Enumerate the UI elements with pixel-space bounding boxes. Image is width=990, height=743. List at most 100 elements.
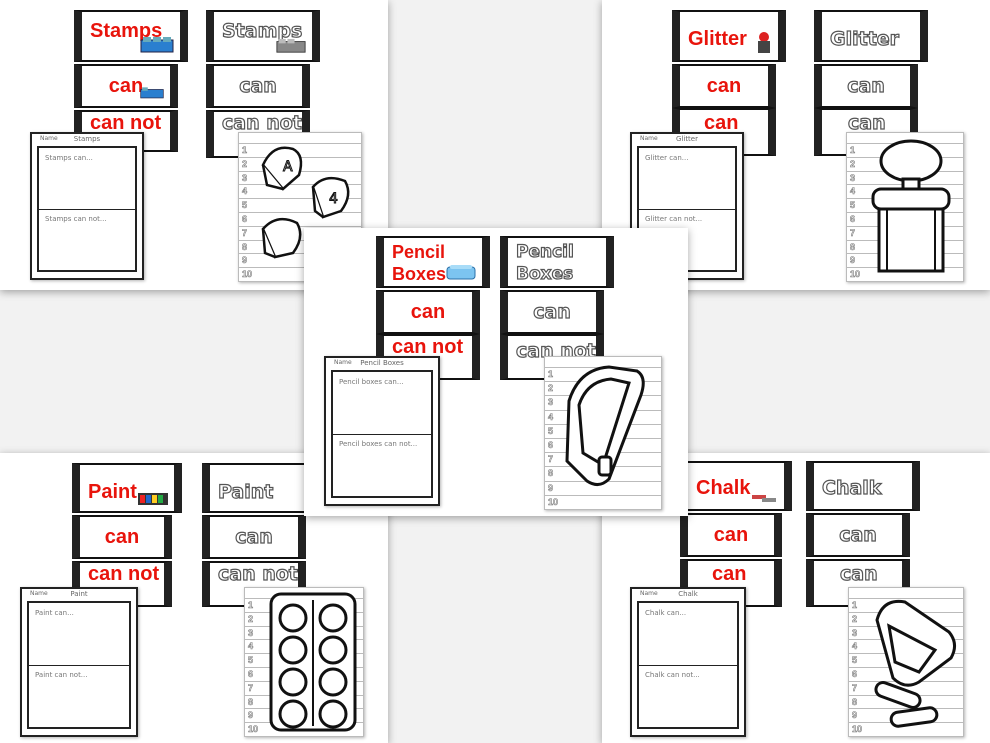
stamps-outline-can-not-label: can not (221, 111, 302, 134)
pencil-box-icon (446, 265, 476, 280)
paint-outline-can-label: can (235, 525, 274, 548)
line-number: 1 (548, 369, 554, 380)
stamp-pad-icon (140, 87, 164, 99)
sheet-name: Name (334, 359, 352, 366)
stamps-can-card: can (74, 64, 178, 108)
sheet-name: Name (30, 590, 48, 597)
writing-line (239, 184, 361, 186)
stamps-title: Stamps (90, 20, 163, 42)
sheet-title: Pencil Boxes (360, 359, 404, 367)
paint-panel: Paint can can not Paint can can not Name… (0, 453, 388, 743)
paint-can-label: can (104, 526, 140, 548)
writing-line (239, 143, 361, 144)
line-number: 5 (548, 425, 554, 436)
line-number: 9 (242, 255, 248, 266)
pencil-boxes-panel: Pencil Boxes can can not Pencil Boxes ca… (304, 228, 688, 516)
writing-line (239, 198, 361, 200)
line-number: 9 (852, 710, 858, 721)
line-number: 7 (852, 682, 858, 693)
glitter-can-card: can (672, 64, 776, 108)
line-number: 3 (850, 172, 856, 183)
writing-line (239, 225, 361, 227)
line-number: 1 (248, 600, 254, 611)
sheet-line-can: Glitter can... (645, 154, 689, 162)
sheet-line-can: Chalk can... (645, 609, 687, 617)
stamps-can-not-label: can not (90, 112, 162, 134)
line-number: 7 (248, 682, 254, 693)
line-number: 9 (548, 482, 554, 493)
chalk-outline-title: Chalk (821, 476, 882, 499)
chalk-title: Chalk (696, 477, 751, 499)
line-number: 6 (248, 669, 254, 680)
line-number: 2 (850, 158, 856, 169)
sheet-title: Stamps (73, 135, 101, 143)
line-number: 2 (852, 613, 858, 624)
line-number: 7 (242, 227, 248, 238)
paint-outline-title: Paint (217, 480, 274, 503)
line-number: 1 (850, 145, 856, 156)
glitter-title-card: Glitter (672, 10, 786, 62)
pencil-boxes-can-not-label: can not (392, 336, 464, 358)
writing-line (239, 267, 361, 269)
writing-line (545, 494, 661, 496)
chalk-outline-title-card: Chalk (806, 461, 920, 511)
sheet-line-can-not: Pencil boxes can not... (339, 440, 418, 448)
line-number: 8 (242, 241, 248, 252)
glitter-outline-can-not-label: can (847, 111, 886, 134)
sheet-name: Name (640, 135, 658, 142)
chalk-can-card: can (680, 513, 782, 557)
line-number: 3 (852, 627, 858, 638)
glitter-can-not-label: can (704, 112, 739, 134)
pencil-boxes-outline-title-line1: Pencil (515, 241, 574, 262)
line-number: 4 (852, 641, 858, 652)
line-number: 3 (548, 397, 554, 408)
line-number: 5 (242, 200, 248, 211)
line-number: 7 (850, 227, 856, 238)
stamps-title-card: Stamps (74, 10, 188, 62)
pencil-boxes-outline-can-label: can (533, 300, 572, 323)
sheet-line-can-not: Chalk can not... (645, 671, 700, 679)
chalk-title-card: Chalk (680, 461, 792, 511)
pencil-box-icon (565, 365, 645, 486)
line-number: 6 (548, 440, 554, 451)
chalk-can-not-label: can (712, 563, 747, 585)
chalk-icon (752, 495, 776, 502)
svg-text:4: 4 (329, 191, 338, 207)
pencil-boxes-title-line2: Boxes (392, 264, 447, 284)
writing-line (849, 708, 963, 710)
line-number: 1 (242, 145, 248, 156)
line-number: 10 (248, 724, 259, 735)
paint-title: Paint (88, 481, 137, 503)
line-number: 2 (248, 613, 254, 624)
line-number: 10 (242, 269, 253, 280)
paint-palette-icon (269, 592, 357, 732)
chalk-outline-can-not-label: can (839, 562, 878, 585)
stamps-outline-can-card: can (206, 64, 310, 108)
pencil-boxes-outline-title-card: Pencil Boxes (500, 236, 614, 288)
paint-can-not-label: can not (88, 563, 160, 585)
sheet-line-can: Paint can... (35, 609, 74, 617)
line-number: 4 (242, 186, 248, 197)
line-number: 9 (248, 710, 254, 721)
pencil-boxes-title-line1: Pencil (392, 242, 446, 262)
chalk-outline-can-card: can (806, 513, 910, 557)
sheet-line-can-not: Paint can not... (35, 671, 88, 679)
paint-palette-icon (138, 493, 168, 505)
glitter-title: Glitter (688, 28, 747, 50)
sheet-line-can: Stamps can... (45, 154, 93, 162)
glitter-can-label: can (706, 75, 742, 97)
line-number: 8 (548, 468, 554, 479)
line-number: 5 (852, 655, 858, 666)
paint-can-card: can (72, 515, 172, 559)
line-number: 6 (850, 214, 856, 225)
paint-title-card: Paint (72, 463, 182, 513)
stamps-can-label: can (108, 75, 144, 97)
paint-outline-can-card: can (202, 515, 306, 559)
writing-line (239, 253, 361, 255)
